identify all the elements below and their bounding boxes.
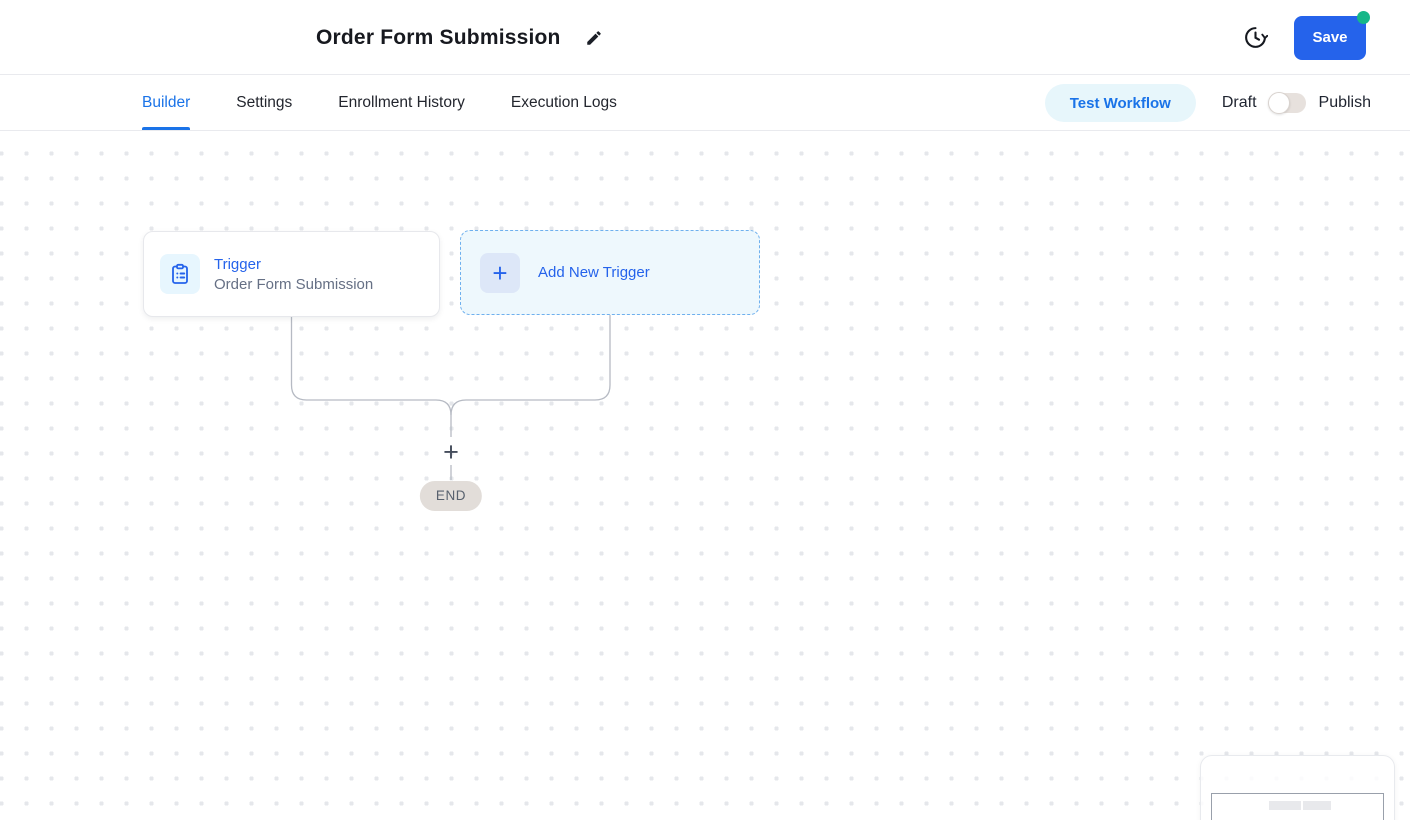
page-title: Order Form Submission	[316, 25, 561, 49]
minimap-node	[1269, 801, 1301, 810]
tab-execution-logs[interactable]: Execution Logs	[511, 75, 617, 130]
app-header: Order Form Submission Save	[0, 0, 1410, 75]
test-workflow-button[interactable]: Test Workflow	[1044, 84, 1196, 122]
trigger-node-title: Trigger	[214, 255, 261, 273]
tab-builder[interactable]: Builder	[142, 75, 191, 130]
header-actions: Save	[1242, 0, 1370, 75]
tab-enrollment-history-label: Enrollment History	[338, 93, 465, 111]
publish-toggle-knob	[1267, 92, 1290, 114]
add-new-trigger-node[interactable]: + Add New Trigger	[460, 230, 760, 315]
edit-title-icon[interactable]	[585, 29, 603, 47]
tab-builder-label: Builder	[142, 93, 191, 111]
tab-enrollment-history[interactable]: Enrollment History	[338, 75, 465, 130]
tabbar-actions: Test Workflow Draft Publish	[1044, 75, 1371, 131]
trigger-node[interactable]: Trigger Order Form Submission	[143, 231, 440, 317]
plus-icon: +	[480, 252, 520, 293]
add-new-trigger-label: Add New Trigger	[538, 264, 650, 281]
minimap-node	[1303, 801, 1331, 810]
tabs: Builder Settings Enrollment History Exec…	[142, 75, 617, 130]
tab-settings-label: Settings	[236, 93, 293, 111]
trigger-node-text: Trigger Order Form Submission	[214, 256, 373, 293]
publish-label: Publish	[1318, 94, 1371, 111]
trigger-node-subtitle: Order Form Submission	[214, 275, 374, 293]
history-clock-icon	[1244, 27, 1268, 48]
tab-execution-logs-label: Execution Logs	[510, 93, 617, 111]
unsaved-changes-dot	[1357, 10, 1370, 24]
trigger-icon-tile	[160, 254, 200, 294]
add-action-button[interactable]: +	[443, 437, 459, 467]
publish-toggle[interactable]	[1267, 92, 1306, 114]
version-history-button[interactable]	[1242, 25, 1268, 51]
publish-toggle-group: Draft Publish	[1221, 92, 1371, 114]
workflow-end-badge: END	[419, 481, 483, 511]
draft-label: Draft	[1221, 94, 1257, 111]
workflow-canvas[interactable]: Trigger Order Form Submission + Add New …	[0, 131, 1410, 820]
workflow-tabbar: Builder Settings Enrollment History Exec…	[0, 75, 1410, 131]
workflow-title-group: Order Form Submission	[316, 0, 603, 75]
save-button-label: Save	[1312, 29, 1348, 46]
save-button[interactable]: Save	[1294, 10, 1370, 60]
order-form-clipboard-icon	[172, 263, 188, 284]
tab-settings[interactable]: Settings	[236, 75, 292, 130]
canvas-minimap[interactable]	[1200, 755, 1395, 820]
minimap-viewport[interactable]	[1211, 793, 1384, 820]
